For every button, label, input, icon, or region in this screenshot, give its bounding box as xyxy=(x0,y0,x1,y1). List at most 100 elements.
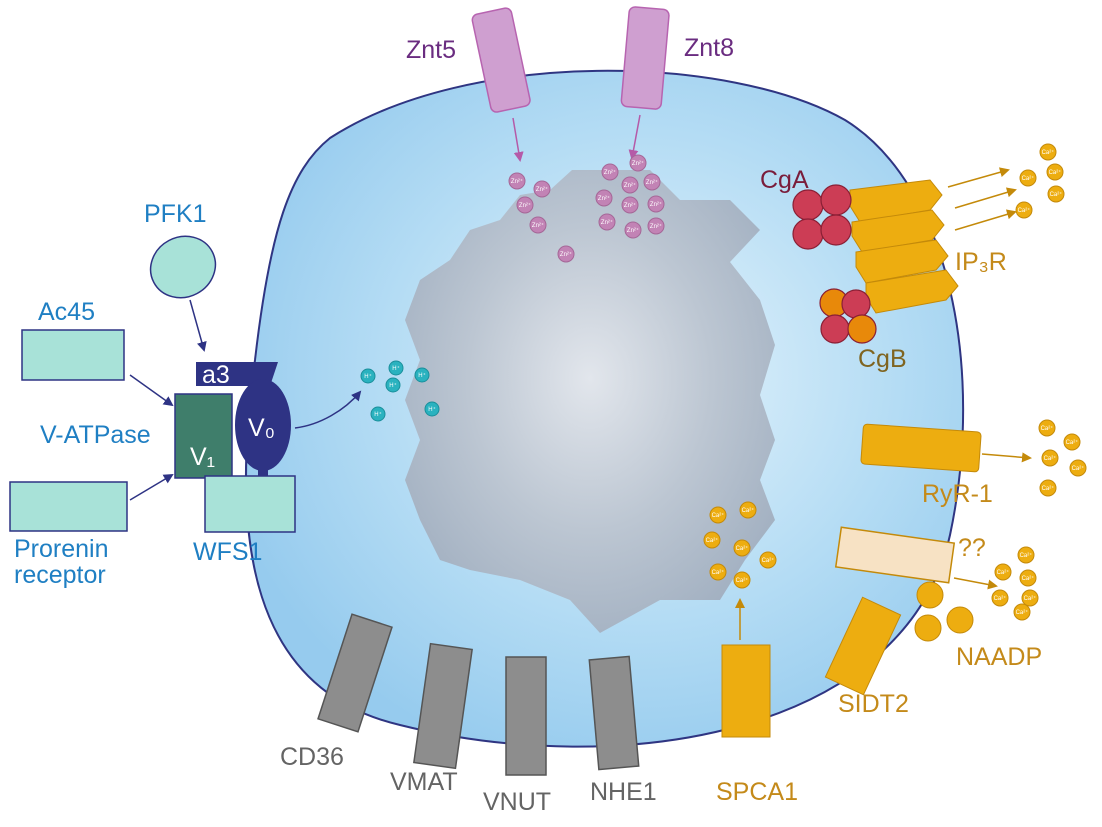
ac45-arrow xyxy=(129,374,174,407)
znt5-arrow xyxy=(512,117,524,162)
zinc-ion xyxy=(516,196,534,214)
zinc-ion-label: Zn²⁺ xyxy=(650,223,662,230)
cgb-label: CgB xyxy=(858,345,907,373)
cga-molecule xyxy=(792,189,824,221)
calcium-ion-label: Ca²⁺ xyxy=(1072,465,1085,472)
cgb-cluster xyxy=(819,288,877,344)
zinc-ion-label: Zn²⁺ xyxy=(627,227,639,234)
zinc-ion xyxy=(557,245,575,263)
ip3r-arrows xyxy=(947,167,1017,231)
prorenin-receptor-label: Prorenin receptor xyxy=(14,535,115,589)
zinc-ion-label: Zn²⁺ xyxy=(511,178,523,185)
ryr1-label: RyR-1 xyxy=(922,480,993,508)
calcium-ion-label: Ca²⁺ xyxy=(1050,191,1063,198)
calcium-ion-label: Ca²⁺ xyxy=(997,569,1010,576)
a3-label: a3 xyxy=(202,361,230,389)
calcium-ion xyxy=(994,563,1012,581)
calcium-ion xyxy=(991,589,1009,607)
proton-ion-label: H⁺ xyxy=(418,372,426,379)
zinc-ion xyxy=(601,163,619,181)
calcium-ion-label: Ca²⁺ xyxy=(1018,207,1031,214)
zinc-ion-label: Zn²⁺ xyxy=(560,251,572,258)
calcium-ion xyxy=(1039,143,1057,161)
zinc-ion xyxy=(643,173,661,191)
dense-core xyxy=(405,170,775,633)
cgb-molecule xyxy=(841,289,871,319)
calcium-ion-label: Ca²⁺ xyxy=(706,537,719,544)
calcium-ion xyxy=(1041,449,1059,467)
calcium-ion xyxy=(1015,201,1033,219)
vnut-label: VNUT xyxy=(483,788,551,816)
ac45-label: Ac45 xyxy=(38,298,95,326)
zinc-ion-label: Zn²⁺ xyxy=(532,222,544,229)
calcium-ion-label: Ca²⁺ xyxy=(1022,575,1035,582)
proton-ion xyxy=(385,377,401,393)
zinc-ion-label: Zn²⁺ xyxy=(650,201,662,208)
spca1-pump xyxy=(721,644,771,738)
calcium-ion-label: Ca²⁺ xyxy=(994,595,1007,602)
unknown-channel xyxy=(834,526,956,584)
ip3r-label: IP₃R xyxy=(955,248,1007,276)
zinc-ion xyxy=(629,154,647,172)
unknown-arrow xyxy=(953,577,998,590)
zinc-ion-label: Zn²⁺ xyxy=(624,202,636,209)
v1-label: V₁ xyxy=(190,443,215,471)
zinc-ion xyxy=(621,176,639,194)
proton-ion-label: H⁺ xyxy=(428,406,436,413)
calcium-ions: Ca²⁺ Ca²⁺ Ca²⁺ Ca²⁺ Ca²⁺ Ca²⁺ Ca²⁺ Ca²⁺ Ca²⁺ Ca²⁺… xyxy=(703,143,1087,621)
calcium-ion-label: Ca²⁺ xyxy=(1024,595,1037,602)
proton-ion xyxy=(424,401,440,417)
zinc-ion xyxy=(595,189,613,207)
zinc-ion-label: Zn²⁺ xyxy=(604,169,616,176)
v-atpase-label: V-ATPase xyxy=(40,421,151,449)
cgb-molecule xyxy=(847,314,877,344)
zinc-ion-label: Zn²⁺ xyxy=(646,179,658,186)
cd36-transporter xyxy=(317,613,393,733)
sidt2-transporter xyxy=(824,596,902,696)
proton-ion xyxy=(388,360,404,376)
zinc-ions: Zn²⁺ Zn²⁺ Zn²⁺ Zn²⁺ Zn²⁺ Zn²⁺ Zn²⁺ Zn²⁺ Zn²⁺ Zn²⁺… xyxy=(508,154,665,263)
calcium-ion-label: Ca²⁺ xyxy=(1066,439,1079,446)
nhe1-label: NHE1 xyxy=(590,778,657,806)
znt5-transporter xyxy=(471,7,531,113)
pfk1-label: PFK1 xyxy=(144,200,207,228)
calcium-ion xyxy=(733,539,751,557)
ac45-box xyxy=(21,329,125,381)
zinc-ion xyxy=(621,196,639,214)
prorenin-arrow xyxy=(129,473,174,501)
zinc-ion xyxy=(647,195,665,213)
cga-molecule xyxy=(792,218,824,250)
calcium-ion xyxy=(739,501,757,519)
v0-domain xyxy=(235,379,291,471)
prorenin-receptor-box xyxy=(9,481,128,532)
calcium-ion xyxy=(703,531,721,549)
calcium-ion xyxy=(1021,589,1039,607)
proton-ions: H⁺H⁺H⁺H⁺H⁺H⁺ xyxy=(360,360,440,422)
nhe1-transporter xyxy=(588,655,640,771)
cga-molecule xyxy=(820,184,852,216)
calcium-ion xyxy=(733,571,751,589)
zinc-ion-label: Zn²⁺ xyxy=(601,219,613,226)
calcium-ion-label: Ca²⁺ xyxy=(1041,425,1054,432)
calcium-ion-label: Ca²⁺ xyxy=(1042,485,1055,492)
proton-ion-label: H⁺ xyxy=(364,373,372,380)
calcium-ion xyxy=(709,506,727,524)
calcium-ion xyxy=(709,563,727,581)
proton-arrow xyxy=(294,390,362,429)
calcium-ion xyxy=(1017,546,1035,564)
calcium-ion-label: Ca²⁺ xyxy=(1044,455,1057,462)
cgb-molecule xyxy=(820,314,850,344)
calcium-ion xyxy=(759,551,777,569)
zinc-ion xyxy=(647,217,665,235)
calcium-ion-label: Ca²⁺ xyxy=(1022,175,1035,182)
naadp-molecules xyxy=(914,581,974,642)
ryr1-channel xyxy=(860,423,982,473)
v1-domain xyxy=(174,393,233,479)
zinc-ion xyxy=(508,172,526,190)
cga-cluster xyxy=(792,184,852,250)
zinc-ion xyxy=(533,180,551,198)
znt8-label: Znt8 xyxy=(684,34,734,62)
pfk1-arrow xyxy=(189,299,207,352)
calcium-ion xyxy=(1019,569,1037,587)
pfk1-shape xyxy=(149,235,217,299)
